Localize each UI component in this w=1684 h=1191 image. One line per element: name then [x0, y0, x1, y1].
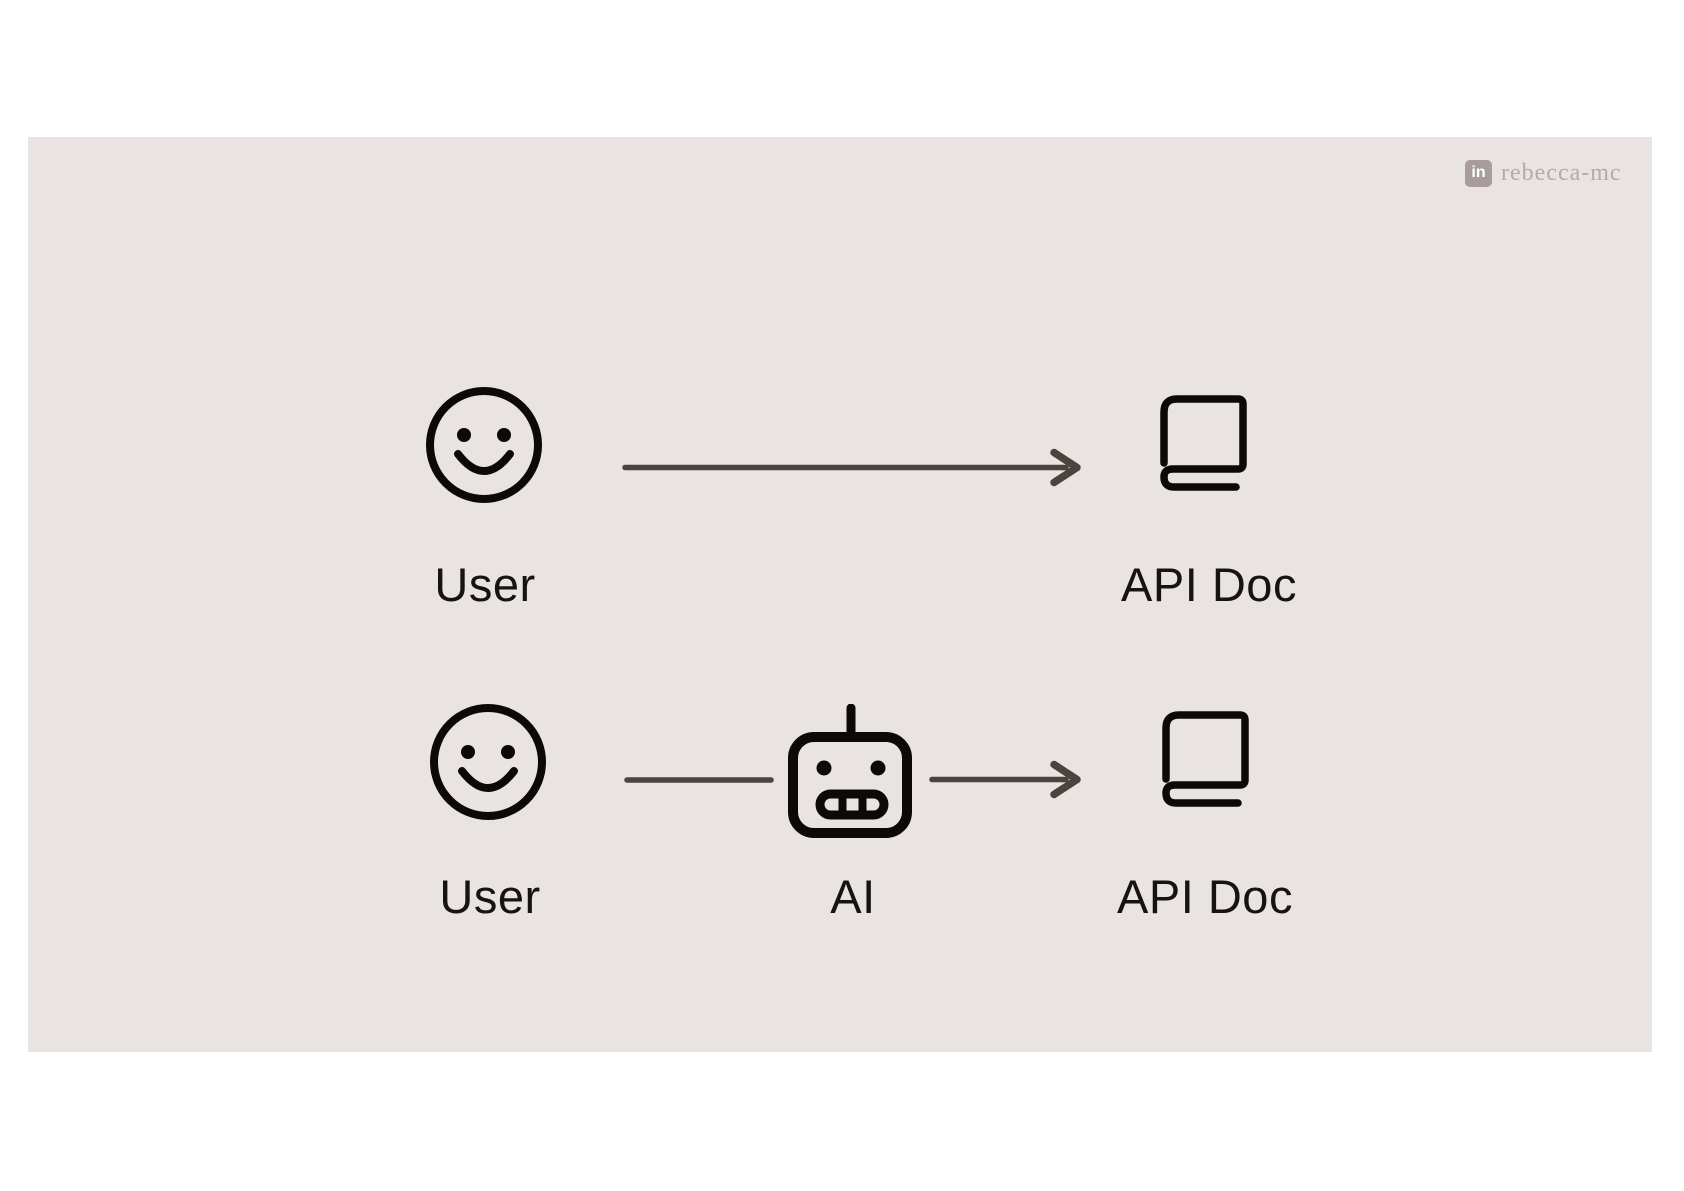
label-user-row2: User [439, 870, 541, 923]
attribution-handle: rebecca-mc [1501, 160, 1622, 186]
attribution: in rebecca-mc [1465, 160, 1622, 187]
linkedin-icon: in [1465, 160, 1492, 187]
label-ai-row2: AI [830, 870, 876, 923]
smiley-face-icon [426, 387, 542, 503]
line-user-to-ai [624, 777, 774, 783]
robot-icon [788, 704, 912, 838]
smiley-face-icon [430, 704, 546, 820]
diagram-panel [28, 137, 1652, 1052]
arrow-user-to-apidoc [622, 448, 1081, 487]
label-apidoc-row2: API Doc [1117, 870, 1293, 923]
book-icon [1162, 711, 1249, 807]
label-apidoc-row1: API Doc [1121, 558, 1297, 611]
book-icon [1160, 395, 1247, 491]
arrow-ai-to-apidoc [929, 760, 1081, 799]
label-user-row1: User [434, 558, 536, 611]
